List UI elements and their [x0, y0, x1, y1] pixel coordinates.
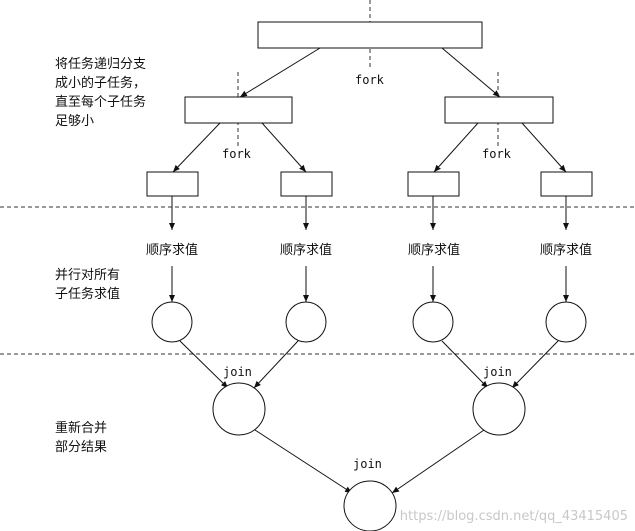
join-arrow — [511, 340, 559, 389]
partial-result-node-4 — [545, 301, 587, 343]
fork-label-right: fork — [482, 147, 512, 161]
fork-arrow — [239, 47, 321, 98]
partial-result-node-1 — [151, 301, 193, 343]
final-result-node — [343, 480, 397, 531]
subtask-box-left — [184, 96, 293, 124]
fork-label-root: fork — [355, 73, 385, 87]
leaf-task-box-3 — [407, 171, 460, 197]
combined-result-node-right — [472, 382, 526, 436]
final-join-arrow — [391, 429, 485, 494]
fork-arrow — [172, 122, 221, 173]
fork-arrow — [441, 47, 501, 98]
watermark: https://blog.csdn.net/qq_43415405 — [400, 509, 628, 524]
join-label-left: join — [223, 365, 252, 379]
partial-result-node-3 — [412, 301, 454, 343]
leaf-task-box-4 — [540, 171, 593, 197]
leaf-task-box-2 — [280, 171, 333, 197]
final-join-arrow — [254, 429, 353, 494]
combine-phase-label: 重新合并 部分结果 — [55, 421, 108, 455]
subtask-box-right — [444, 96, 554, 124]
sequential-label-4: 顺序求值 — [540, 242, 592, 258]
combined-result-node-left — [212, 382, 266, 436]
sequential-label-1: 顺序求值 — [146, 242, 198, 258]
compute-phase-label: 并行对所有 子任务求值 — [55, 268, 121, 302]
join-label-final: join — [353, 457, 382, 471]
fork-arrow — [521, 122, 567, 173]
root-task-box — [257, 21, 483, 49]
join-arrow — [179, 340, 229, 389]
fork-arrow — [433, 122, 479, 173]
split-phase-label: 将任务递归分支 成小的子任务， 直至每个子任务 足够小 — [55, 57, 147, 129]
leaf-task-box-1 — [146, 171, 199, 197]
sequential-label-2: 顺序求值 — [280, 242, 332, 258]
join-arrow — [441, 340, 489, 389]
fork-label-left: fork — [222, 147, 252, 161]
join-arrow — [253, 340, 299, 389]
partial-result-node-2 — [285, 301, 327, 343]
join-label-right: join — [483, 365, 512, 379]
sequential-label-3: 顺序求值 — [408, 242, 460, 258]
fork-arrow — [261, 122, 307, 173]
